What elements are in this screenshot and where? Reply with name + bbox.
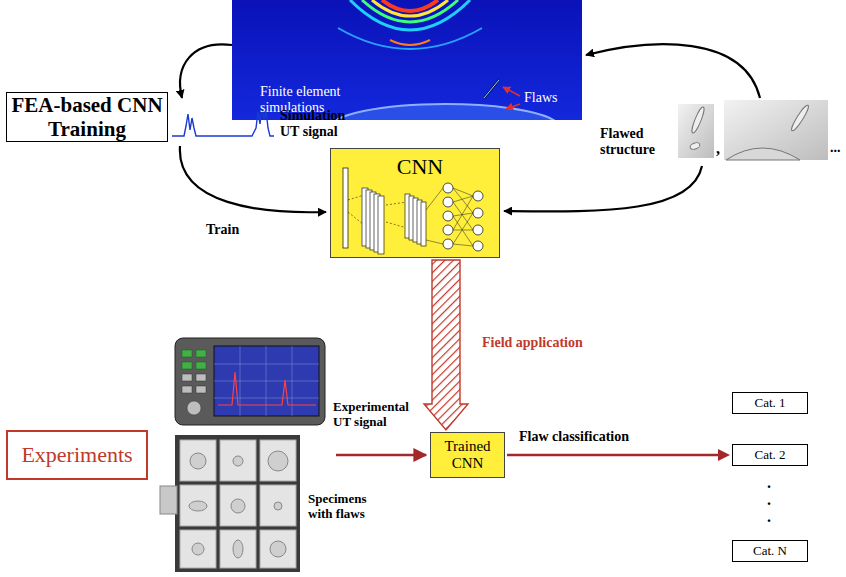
edge-label: Flaw classification [517, 429, 631, 445]
connector [424, 260, 468, 430]
edge-label: Field application [480, 335, 585, 351]
structure-label: Flawed structure [600, 126, 672, 158]
node-text: Experiments [21, 442, 132, 467]
flaw-callout: Flaws [524, 90, 557, 106]
hatched-arrow [424, 260, 468, 430]
node-text: CNN [397, 154, 443, 179]
continuation-dot: . [767, 508, 771, 526]
signal-label: Experimental UT signal [333, 400, 417, 430]
continuation-dot: . [767, 491, 771, 509]
connector [507, 449, 730, 461]
train-label: Train [206, 222, 239, 238]
category-box: Cat. N [732, 540, 808, 562]
process-box: Experiments [6, 430, 148, 480]
category-box: Cat. 1 [732, 392, 808, 414]
node-text: Trained CNN [434, 438, 501, 473]
node-text: Cat. N [753, 544, 787, 559]
category-box: Cat. 2 [732, 444, 808, 466]
experimental-signal-arrow [336, 455, 426, 456]
simulation-panel: Finite element simulationsFlaws [232, 0, 582, 120]
fe-simulation-image [232, 0, 582, 120]
specimens-photo [160, 435, 300, 572]
specimen-label: Specimens with flaws [308, 492, 390, 522]
continuation-dot: . [767, 474, 771, 492]
cnn-network-drawing [330, 148, 500, 258]
flaw-pointers [503, 87, 520, 109]
connector-line [507, 454, 720, 457]
cnn-box: CNN [330, 148, 500, 258]
simulation-signal-plot [172, 106, 274, 136]
node-text: FEA-based CNN Training [11, 93, 163, 141]
ellipsis: ... [830, 140, 841, 156]
trained-cnn-box: Trained CNN [430, 432, 505, 478]
node-text: Cat. 2 [754, 448, 785, 463]
process-box: FEA-based CNN Training [6, 92, 168, 142]
node-text: Cat. 1 [754, 396, 785, 411]
separator-comma: , [716, 140, 720, 158]
arrow-head [718, 449, 730, 461]
signal-label: Simulation UT signal [280, 108, 360, 140]
ut-device-photo [175, 338, 325, 425]
flawed-structure-images [678, 100, 828, 160]
